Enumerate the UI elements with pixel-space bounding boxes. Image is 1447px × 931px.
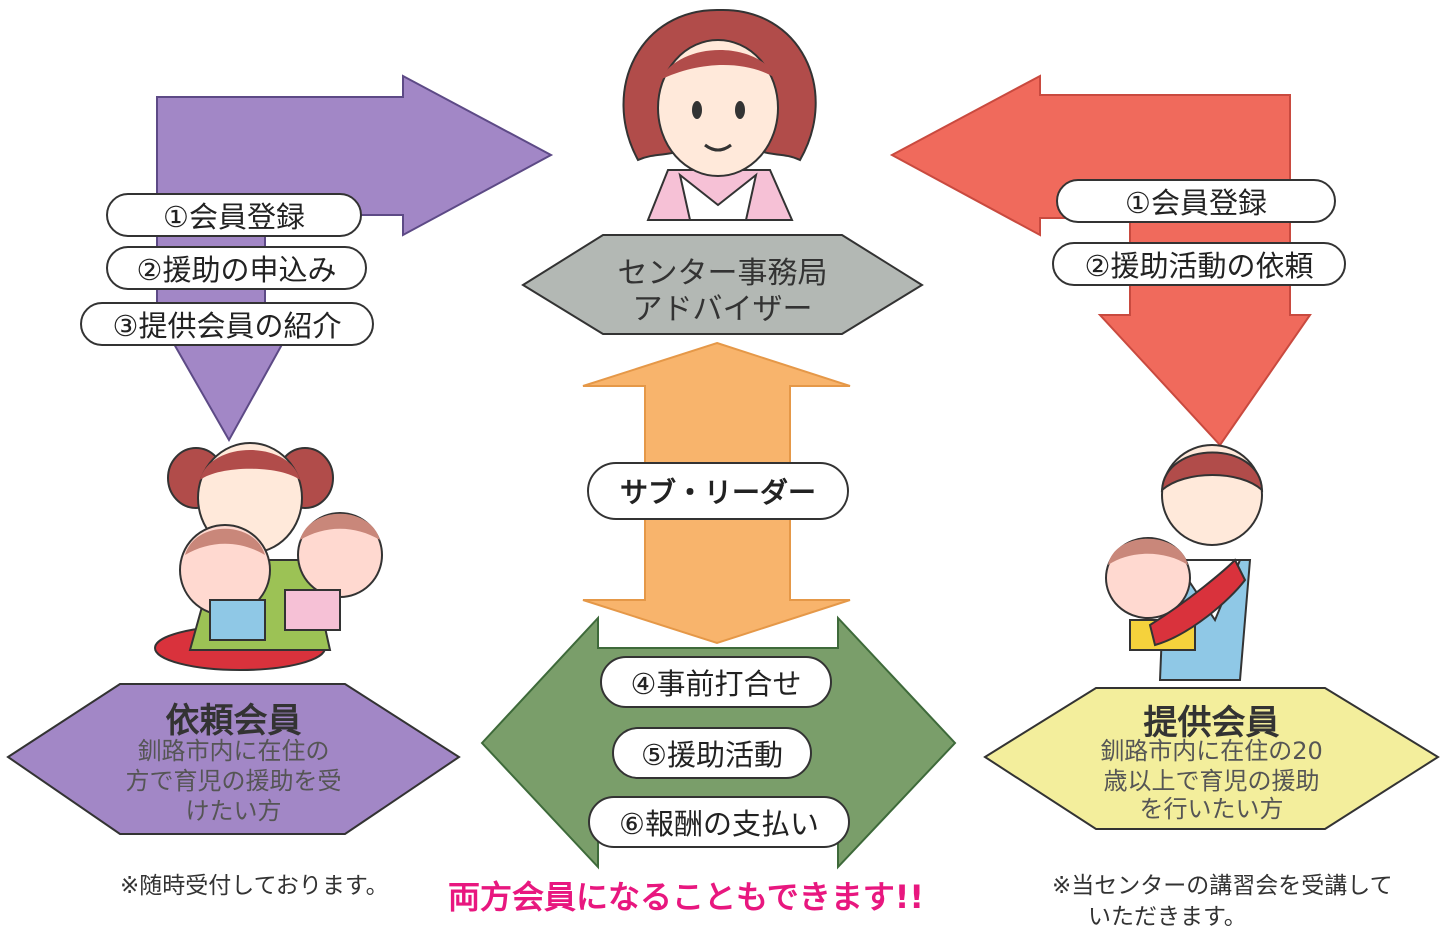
center-hexagon — [521, 234, 924, 335]
provider-desc-3: を行いたい方 — [1139, 795, 1284, 823]
provider-illustration — [1105, 444, 1264, 681]
requester-desc-3: けたい方 — [185, 797, 282, 825]
provider-title: 提供会員 — [1143, 703, 1280, 743]
bottom-label-1: ④事前打合せ — [600, 656, 832, 708]
bottom-label-2: ⑤援助活動 — [612, 727, 812, 779]
provider-desc-2: 歳以上で育児の援助 — [1103, 767, 1320, 795]
center-line-1: センター事務局 — [617, 256, 828, 291]
left-label-2: ②援助の申込み — [106, 246, 367, 290]
note-right-1: ※当センターの講習会を受講して — [1052, 873, 1393, 899]
advisor-illustration — [622, 8, 817, 221]
requester-title: 依頼会員 — [165, 701, 302, 741]
requester-desc-2: 方で育児の援助を受 — [125, 767, 342, 795]
note-right-2: いただきます。 — [1088, 904, 1247, 930]
sub-leader-label: サブ・リーダー — [587, 462, 849, 520]
provider-desc-1: 釧路市内に在住の20 — [1100, 737, 1323, 765]
left-label-3: ③提供会員の紹介 — [80, 302, 374, 346]
right-label-1: ①会員登録 — [1056, 179, 1336, 223]
bottom-label-3: ⑥報酬の支払い — [588, 796, 850, 848]
requester-desc-1: 釧路市内に在住の — [137, 737, 330, 765]
note-center: 両方会員になることもできます!! — [448, 878, 924, 916]
provider-hexagon — [983, 687, 1440, 830]
center-line-2: アドバイザー — [632, 292, 813, 327]
requester-hexagon — [6, 683, 461, 835]
right-label-2: ②援助活動の依頼 — [1052, 242, 1346, 286]
left-label-1: ①会員登録 — [106, 193, 362, 237]
note-left: ※随時受付しております。 — [120, 873, 389, 899]
requester-illustration — [154, 442, 383, 671]
